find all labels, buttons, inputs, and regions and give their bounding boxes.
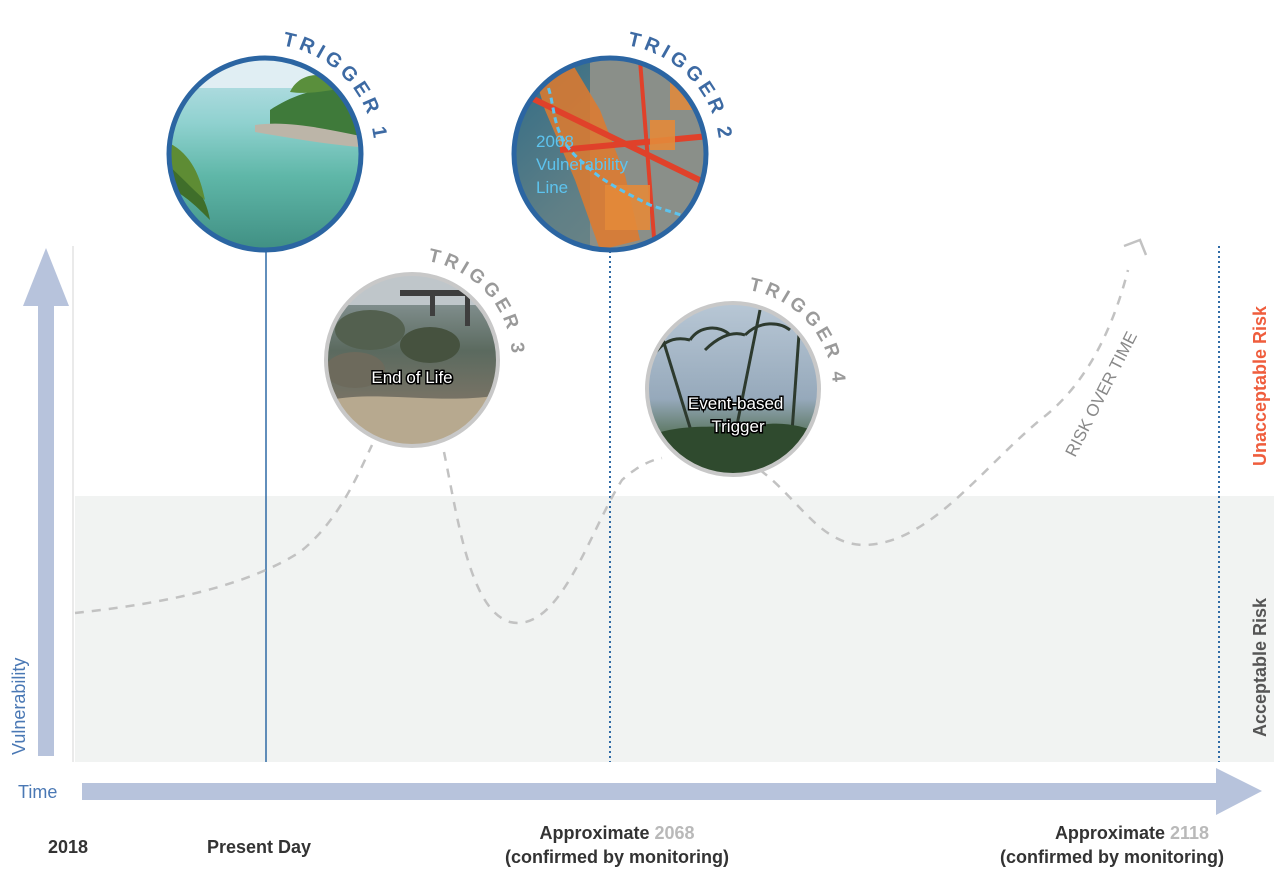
timeline-end-year: 2118 [1170, 823, 1209, 843]
timeline-end-heading: Approximate 2118 [1055, 823, 1209, 843]
trigger-3-photo [324, 272, 500, 448]
x-axis-arrow [82, 768, 1262, 815]
risk-curve-arrowhead [1123, 238, 1148, 256]
acceptable-zone [75, 496, 1274, 762]
y-axis-label: Vulnerability [9, 658, 29, 755]
risk-curve [74, 269, 1130, 625]
timeline-present: Present Day [207, 837, 311, 857]
timeline-mid-year: 2068 [655, 823, 695, 843]
curve-label: RISK OVER TIME [1062, 329, 1141, 460]
timeline-mid-heading: Approximate 2068 [539, 823, 694, 843]
timeline-start: 2018 [48, 837, 88, 857]
trigger-4-caption: Event-based Trigger [688, 394, 788, 436]
trigger-3-caption: End of Life [371, 368, 452, 387]
timeline-end-prefix: Approximate [1055, 823, 1165, 843]
acceptable-risk-label: Acceptable Risk [1250, 597, 1270, 737]
timeline-mid-note: (confirmed by monitoring) [505, 847, 729, 867]
unacceptable-risk-label: Unacceptable Risk [1250, 305, 1270, 466]
y-axis-arrow [23, 248, 69, 756]
timeline-end-note: (confirmed by monitoring) [1000, 847, 1224, 867]
timeline-mid-prefix: Approximate [539, 823, 649, 843]
trigger-4-photo [645, 301, 821, 477]
x-axis-label: Time [18, 782, 57, 802]
trigger-2-caption: 2068 Vulnerability Line [536, 132, 633, 197]
